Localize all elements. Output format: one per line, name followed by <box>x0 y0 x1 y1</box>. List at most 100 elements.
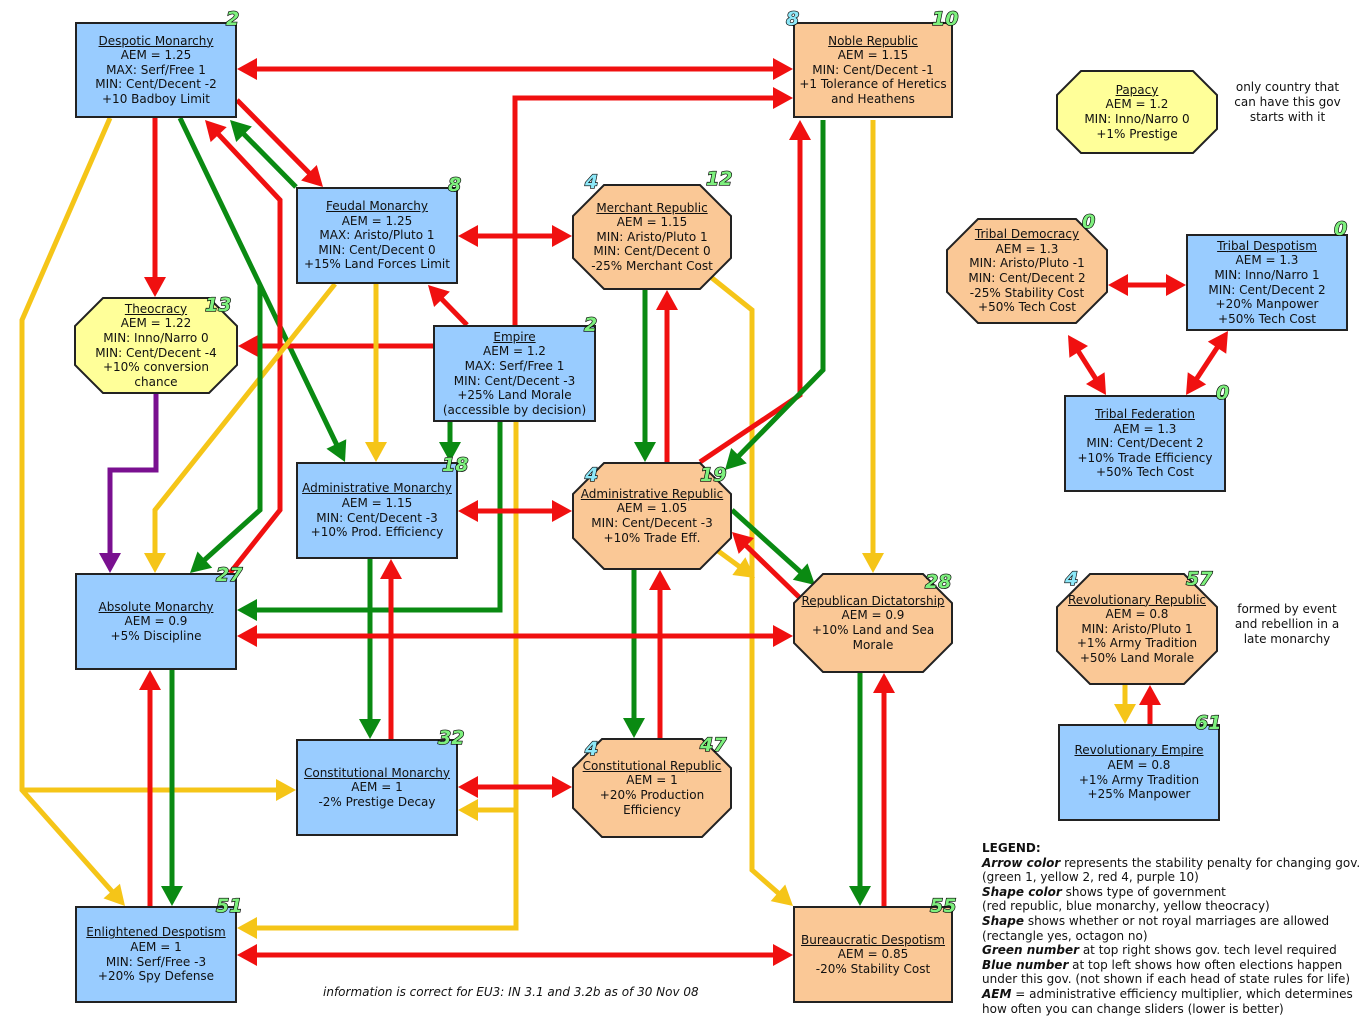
transition-arrow-red <box>237 944 793 966</box>
note-line: and rebellion in <box>1234 617 1328 631</box>
legend-text: shows type of government <box>1061 884 1226 899</box>
transition-arrow-red <box>1068 335 1106 395</box>
transition-arrow-red <box>139 670 161 906</box>
gov-attribute: chance <box>134 374 178 389</box>
tech-level-badge: 55 <box>929 895 957 917</box>
transition-arrow-red <box>238 335 433 357</box>
arrowhead <box>380 559 402 579</box>
gov-name: Empire <box>493 329 536 344</box>
transition-arrow-red <box>873 673 895 906</box>
legend: LEGEND: Arrow color represents the stabi… <box>982 841 1367 1016</box>
arrowhead <box>656 290 678 310</box>
arrowhead <box>458 799 478 821</box>
gov-attribute: and Heathens <box>831 91 915 106</box>
gov-name: Absolute Monarchy <box>98 599 214 614</box>
gov-name: Administrative Republic <box>580 486 724 501</box>
gov-attribute: +10% Prod. Efficiency <box>310 525 444 540</box>
arrowhead <box>276 779 296 801</box>
arrowhead <box>428 285 450 307</box>
arrowhead <box>773 87 793 109</box>
arrowhead <box>458 500 478 522</box>
gov-attribute: AEM = 1.15 <box>616 215 688 230</box>
legend-key: Shape color <box>982 884 1062 899</box>
transition-arrow-yellow <box>1114 685 1136 724</box>
arrowhead <box>649 570 671 590</box>
gov-name: Bureaucratic Despotism <box>801 932 945 947</box>
tech-level-badge: 2 <box>225 8 240 30</box>
gov-attribute: MIN: Inno/Narro 1 <box>1214 267 1320 282</box>
arrow-line <box>1191 341 1223 385</box>
arrowhead <box>1086 372 1106 395</box>
gov-attribute: MIN: Aristo/Pluto -1 <box>969 256 1085 271</box>
gov-attribute: MAX: Serf/Free 1 <box>106 62 206 77</box>
arrowhead <box>237 625 257 647</box>
arrowhead <box>873 673 895 693</box>
arrowhead <box>230 120 252 142</box>
arrowhead <box>552 776 572 798</box>
gov-attribute: +10 Badboy Limit <box>102 91 210 106</box>
gov-attribute: MIN: Cent/Decent 2 <box>968 271 1086 285</box>
gov-attribute: -25% Merchant Cost <box>591 258 713 273</box>
legend-item: (red republic, blue monarchy, yellow the… <box>982 899 1367 914</box>
gov-attribute: -25% Stability Cost <box>969 285 1085 300</box>
tech-level-badge: 57 <box>1185 568 1213 590</box>
gov-attribute: MIN: Inno/Narro 0 <box>103 330 209 345</box>
election-interval-badge: 8 <box>785 8 800 30</box>
gov-name: Revolutionary Republic <box>1067 592 1207 607</box>
gov-attribute: +20% Production <box>599 788 705 802</box>
gov-attribute: MIN: Cent/Decent -3 <box>591 516 713 530</box>
tech-level-badge: 12 <box>705 168 733 190</box>
gov-attribute: AEM = 1 <box>130 939 182 954</box>
gov-attribute: AEM = 1 <box>626 773 678 788</box>
arrowhead <box>773 58 793 80</box>
gov-attribute: +1% Prestige <box>1096 126 1178 141</box>
transition-arrow-red <box>237 58 793 80</box>
tech-level-badge: 13 <box>204 294 232 316</box>
transition-arrow-green <box>623 570 645 738</box>
arrowhead <box>1139 685 1161 705</box>
arrow-line <box>19 117 118 898</box>
legend-item: Blue number at top left shows how often … <box>982 958 1367 973</box>
gov-attribute: MIN: Cent/Decent -4 <box>95 345 217 360</box>
arrowhead <box>238 335 258 357</box>
version-footnote: information is correct for EU3: IN 3.1 a… <box>323 985 699 999</box>
arrow-line <box>198 284 263 566</box>
note-line: starts with it <box>1249 110 1326 124</box>
arrowhead <box>439 442 461 462</box>
arrowhead <box>458 776 478 798</box>
arrowhead <box>1186 372 1207 395</box>
gov-attribute: MIN: Cent/Decent 0 <box>318 242 436 257</box>
arrowhead <box>849 886 871 906</box>
arrow-line <box>107 394 159 559</box>
legend-text: (red republic, blue monarchy, yellow the… <box>982 899 1270 914</box>
legend-items: Arrow color represents the stability pen… <box>982 856 1367 1017</box>
gov-attribute: +20% Spy Defense <box>97 969 215 984</box>
gov-attribute: +15% Land Forces Limit <box>304 257 450 272</box>
gov-attribute: MIN: Cent/Decent -3 <box>453 373 576 388</box>
tech-level-badge: 19 <box>699 464 727 486</box>
election-interval-badge: 4 <box>584 738 599 760</box>
legend-key: Green number <box>982 943 1080 958</box>
gov-attribute: Efficiency <box>623 802 681 817</box>
gov-attribute: MIN: Serf/Free -3 <box>105 954 207 969</box>
legend-text: (rectangle yes, octagon no) <box>982 928 1148 943</box>
gov-name: Constitutional Republic <box>582 758 722 773</box>
legend-text: at top left shows how often elections ha… <box>1068 957 1343 972</box>
arrowhead <box>103 883 125 906</box>
